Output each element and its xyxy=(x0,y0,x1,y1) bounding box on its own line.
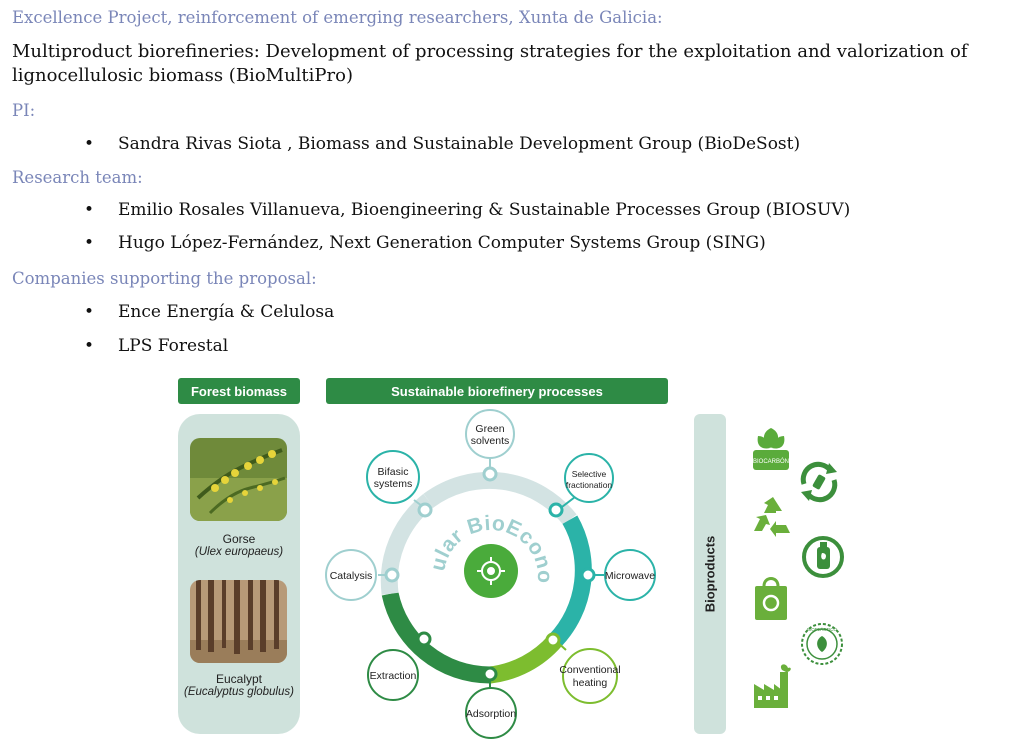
gorse-photo xyxy=(190,438,287,521)
pi-heading: PI: xyxy=(12,101,36,120)
process-node-extraction: Extraction xyxy=(367,649,419,701)
shopping-bag-icon xyxy=(755,577,787,620)
svg-text:Green: Green xyxy=(475,423,504,435)
research-team-heading: Research team: xyxy=(12,168,143,187)
svg-text:Adsorption: Adsorption xyxy=(466,708,516,720)
eucalypt-caption: Eucalypt (Eucalyptus globulus) xyxy=(182,672,296,698)
eucalypt-name: Eucalypt xyxy=(215,672,263,686)
company-item: •LPS Forestal xyxy=(84,336,229,356)
process-ring: Circular BioEconomy Green solvents Selec… xyxy=(320,406,656,739)
forest-biomass-header: Forest biomass xyxy=(178,378,300,404)
gorse-latin: (Ulex europaeus) xyxy=(194,546,284,558)
team-member: •Emilio Rosales Villanueva, Bioengineeri… xyxy=(84,200,851,220)
bioproducts-label: Bioproducts xyxy=(702,535,718,613)
eucalypt-latin: (Eucalyptus globulus) xyxy=(184,686,294,698)
process-node-green-solvents: Green solvents xyxy=(465,409,515,459)
svg-text:heating: heating xyxy=(573,677,608,689)
process-node-conventional-heating: Conventional heating xyxy=(559,648,621,704)
svg-text:Extraction: Extraction xyxy=(370,670,417,682)
project-title: Multiproduct biorefineries: Development … xyxy=(12,41,968,86)
svg-text:Catalysis: Catalysis xyxy=(330,570,373,582)
svg-text:Selective: Selective xyxy=(572,469,607,479)
company-item: •Ence Energía & Celulosa xyxy=(84,302,335,322)
eucalypt-photo xyxy=(190,580,287,663)
process-node-microwave: Microwave xyxy=(604,549,656,601)
process-node-bifasic-systems: Bifasic systems xyxy=(366,450,420,504)
project-line: Excellence Project, reinforcement of eme… xyxy=(12,8,663,27)
svg-text:solvents: solvents xyxy=(471,435,510,447)
companies-heading: Companies supporting the proposal: xyxy=(12,269,317,288)
svg-text:BIOPLÁSTICO: BIOPLÁSTICO xyxy=(807,626,838,632)
process-node-catalysis: Catalysis xyxy=(325,549,377,601)
factory-icon xyxy=(754,664,791,708)
team-member: •Hugo López-Fernández, Next Generation C… xyxy=(84,233,766,253)
bioproducts-panel: Bioproducts xyxy=(694,414,726,734)
gear-icon xyxy=(477,557,505,585)
bioplastic-seal-icon: BIOPLÁSTICO xyxy=(801,623,843,665)
recycle-icon xyxy=(754,497,790,537)
svg-text:BIOCARBÓN: BIOCARBÓN xyxy=(753,458,789,465)
process-node-selective-fractionation: Selective fractionation xyxy=(564,453,614,503)
process-node-adsorption: Adsorption xyxy=(465,687,517,739)
svg-text:Bifasic: Bifasic xyxy=(378,466,409,478)
bio-bottle-icon xyxy=(802,536,844,578)
recycle-arrows-icon xyxy=(800,461,838,503)
gorse-caption: Gorse (Ulex europaeus) xyxy=(182,532,296,558)
process-header: Sustainable biorefinery processes xyxy=(326,378,668,404)
svg-text:Microwave: Microwave xyxy=(605,570,655,582)
biocarbon-icon: BIOCARBÓN xyxy=(753,428,789,470)
svg-text:Conventional: Conventional xyxy=(559,664,620,676)
gorse-name: Gorse xyxy=(222,532,256,546)
biorefinery-figure: Forest biomass Gorse (Ulex europaeus) xyxy=(0,370,1024,749)
pi-member: •Sandra Rivas Siota , Biomass and Sustai… xyxy=(84,134,801,154)
svg-text:systems: systems xyxy=(374,478,413,490)
svg-text:fractionation: fractionation xyxy=(566,480,613,490)
